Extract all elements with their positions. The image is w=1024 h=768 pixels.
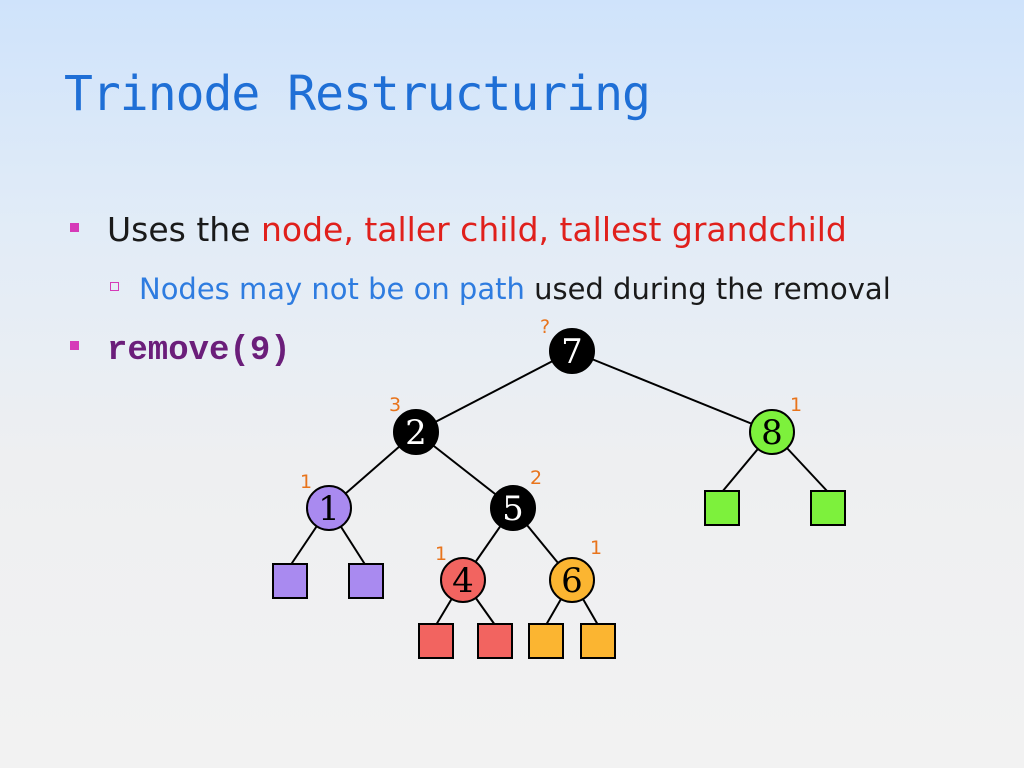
node-key: 5 [502, 489, 524, 529]
subbullet-path-note: Nodes may not be on path used during the… [110, 272, 891, 306]
bullet1-prefix: Uses the [107, 210, 261, 249]
edge-7-2 [415, 350, 573, 433]
leaf-square [272, 563, 308, 599]
bullet-square-icon [70, 223, 79, 232]
node-1: 1 1 [300, 471, 352, 531]
node-circle [749, 409, 795, 455]
bullet-remove: remove(9) [70, 328, 291, 370]
node-circle [306, 485, 352, 531]
node-key: 8 [761, 413, 783, 453]
node-2: 2 3 [389, 394, 439, 455]
node-key: 2 [405, 413, 427, 453]
node-height: 1 [435, 543, 447, 565]
leaf-nodes [272, 490, 846, 659]
node-circle [549, 557, 595, 603]
node-key: 4 [452, 561, 474, 601]
node-circle [549, 328, 595, 374]
node-key: 7 [561, 332, 583, 372]
node-8: 8 1 [749, 394, 802, 455]
node-5: 5 2 [490, 467, 542, 531]
leaf-square [528, 623, 564, 659]
node-circle [393, 409, 439, 455]
node-height: 1 [590, 537, 602, 559]
node-6: 6 1 [549, 537, 602, 603]
leaf-square [418, 623, 454, 659]
leaf-square [348, 563, 384, 599]
leaf-square [580, 623, 616, 659]
leaf-square [477, 623, 513, 659]
bullet-square-icon [70, 341, 79, 350]
node-key: 6 [561, 561, 583, 601]
node-circle [440, 557, 486, 603]
node-height: ? [540, 316, 550, 338]
node-height: 2 [530, 467, 542, 489]
node-7: 7 ? [540, 316, 595, 374]
subbullet-blue-text: Nodes may not be on path [139, 272, 525, 306]
node-height: 1 [790, 394, 802, 416]
slide-title: Trinode Restructuring [64, 66, 651, 122]
node-circle [490, 485, 536, 531]
leaf-square [810, 490, 846, 526]
node-height: 1 [300, 471, 312, 493]
leaf-square [704, 490, 740, 526]
subbullet-rest-text: used during the removal [524, 272, 891, 306]
node-height: 3 [389, 394, 401, 416]
edge-7-8 [571, 350, 773, 433]
remove-code: remove(9) [107, 332, 291, 370]
bullet-uses-nodes: Uses the node, taller child, tallest gra… [70, 210, 847, 249]
node-key: 1 [318, 489, 340, 529]
internal-nodes: 7 ? 2 3 8 1 1 1 5 2 4 1 6 [300, 316, 802, 603]
bullet1-highlight: node, taller child, tallest grandchild [260, 210, 847, 249]
node-4: 4 1 [435, 543, 486, 603]
subbullet-square-icon [110, 282, 119, 291]
